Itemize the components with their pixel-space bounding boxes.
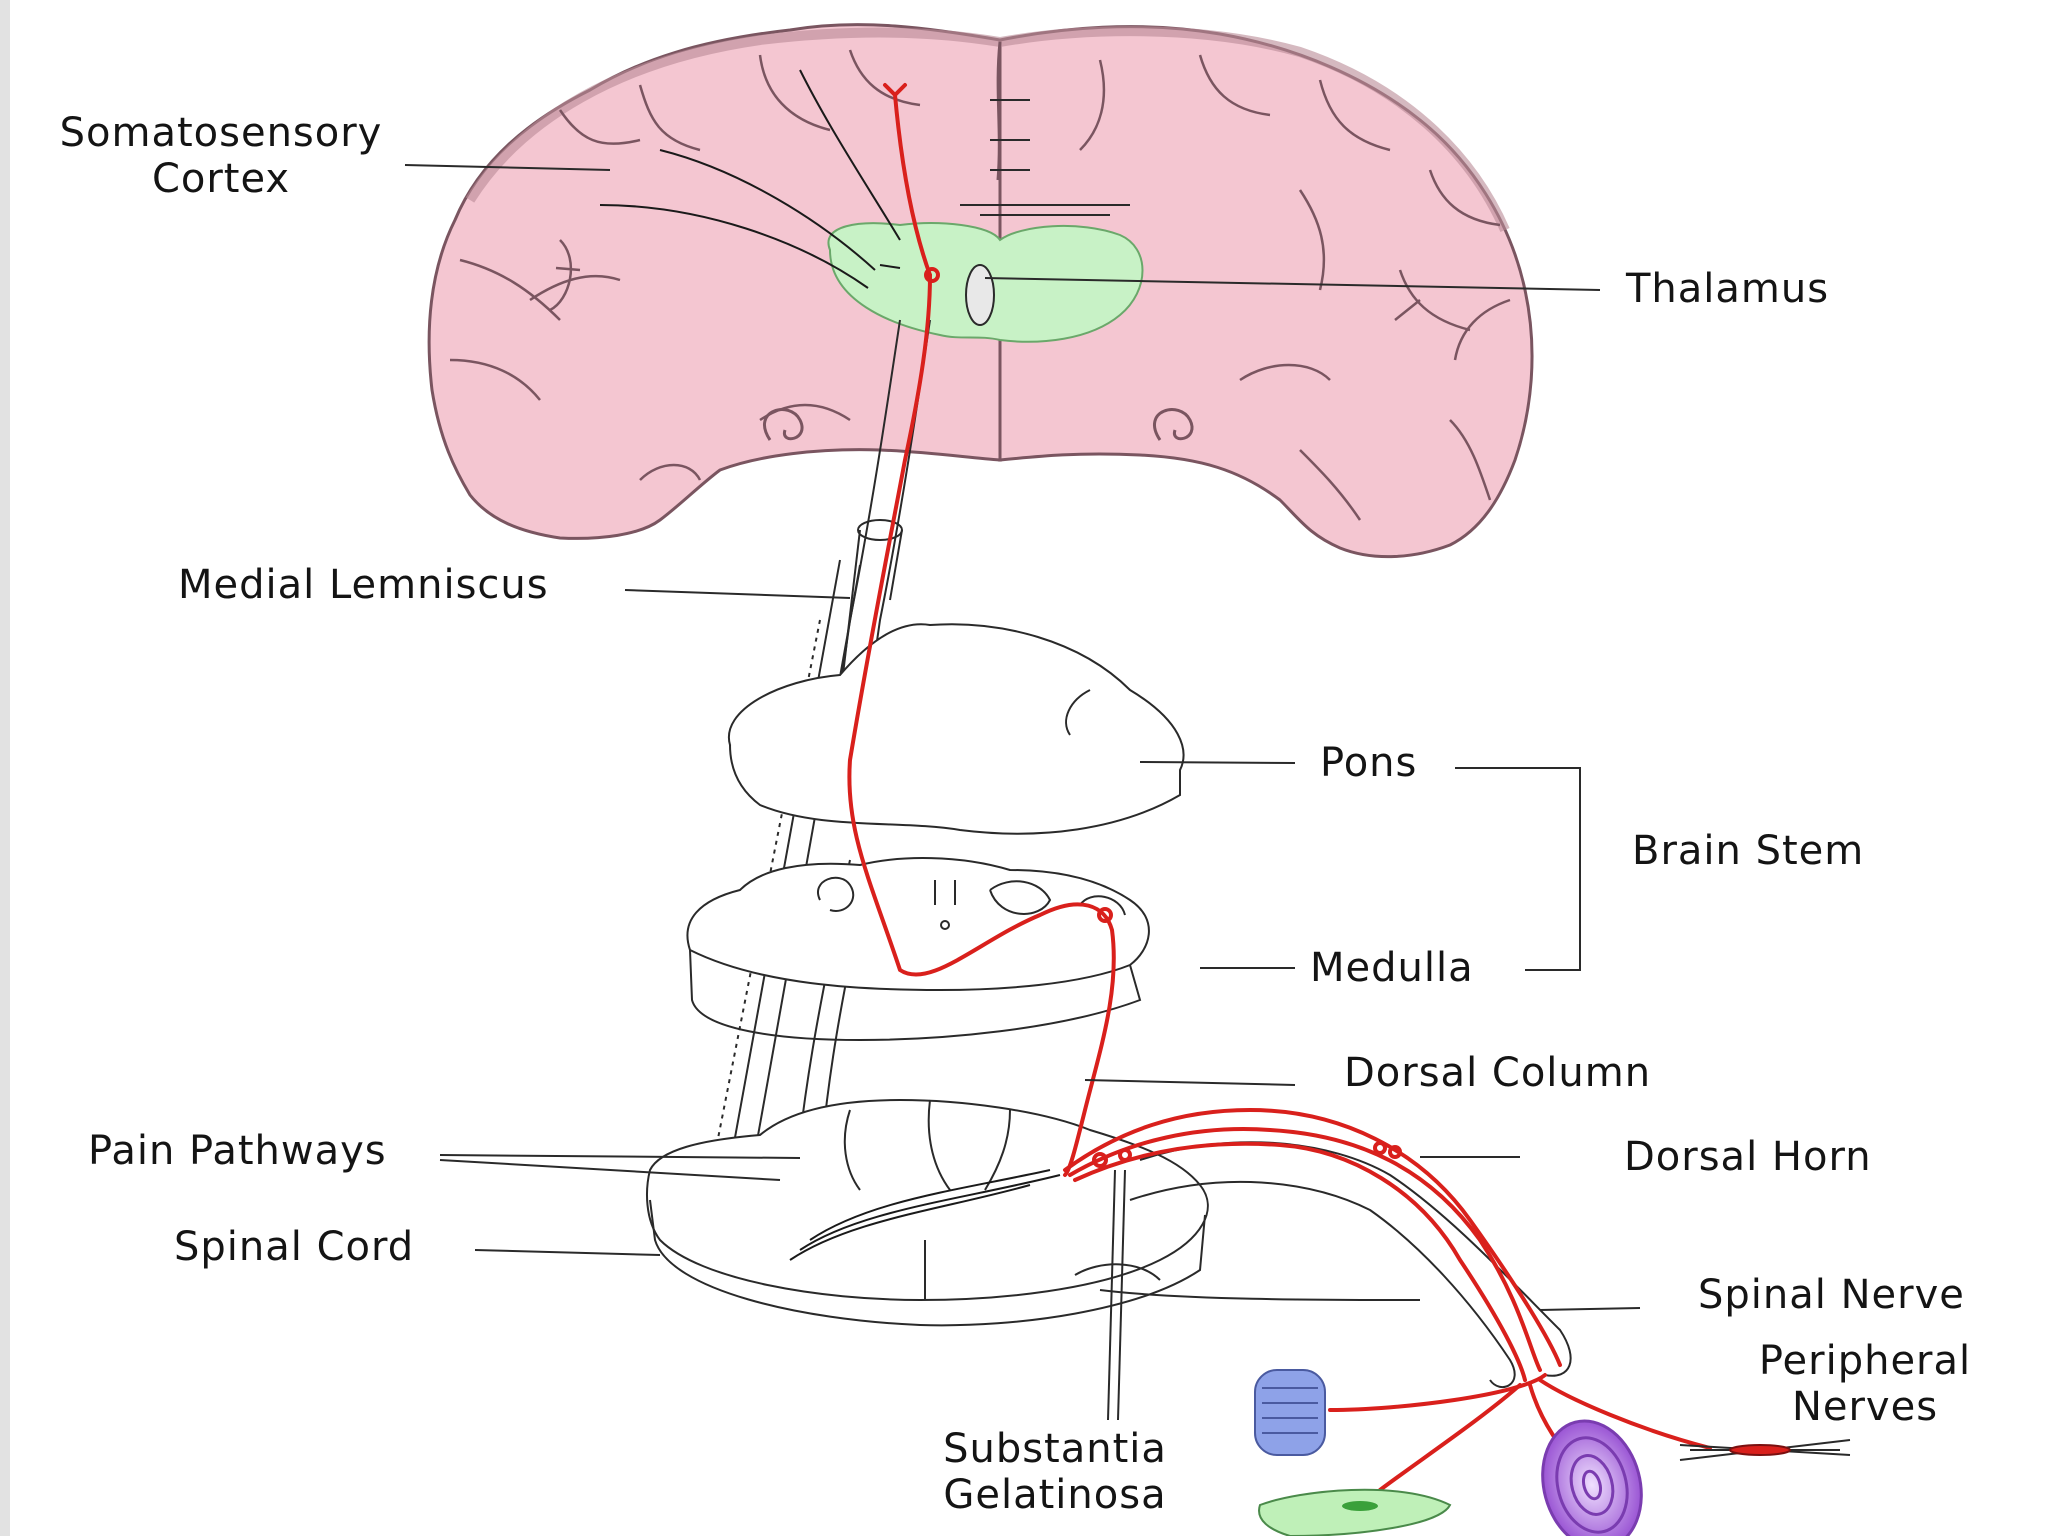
thalamus-nucleus xyxy=(965,264,995,326)
label-dorsal-column: Dorsal Column xyxy=(1344,1050,1652,1096)
label-somatosensory-cortex-line1: Somatosensory xyxy=(59,110,383,156)
label-thalamus: Thalamus xyxy=(1626,266,1830,312)
label-spinal-cord: Spinal Cord xyxy=(174,1224,415,1270)
brain-coronal-section xyxy=(427,23,1534,559)
label-substantia-gelatinosa: Substantia Gelatinosa xyxy=(920,1426,1190,1518)
spinal-cord-section xyxy=(646,1098,1209,1327)
receptor-purple xyxy=(1541,1419,1643,1536)
label-dorsal-horn: Dorsal Horn xyxy=(1624,1134,1872,1180)
label-brain-stem: Brain Stem xyxy=(1632,828,1865,874)
label-pons: Pons xyxy=(1320,740,1418,786)
label-somatosensory-cortex-line2: Cortex xyxy=(151,156,291,202)
label-pain-pathways: Pain Pathways xyxy=(88,1128,387,1174)
label-spinal-nerve: Spinal Nerve xyxy=(1698,1272,1965,1318)
label-medial-lemniscus: Medial Lemniscus xyxy=(178,562,549,608)
receptor-blue xyxy=(1254,1369,1326,1456)
left-edge-strip xyxy=(0,0,10,1536)
receptor-free-ending xyxy=(1679,1439,1851,1461)
sensory-pathway-red xyxy=(847,83,1712,1492)
label-peripheral-nerves: Peripheral Nerves xyxy=(1720,1338,2010,1430)
brain-left-hemisphere xyxy=(427,23,1002,540)
leader-lines xyxy=(404,164,1641,1421)
medulla-section xyxy=(686,857,1150,1042)
label-substantia-gelatinosa-line2: Gelatinosa xyxy=(943,1472,1167,1518)
label-somatosensory-cortex: Somatosensory Cortex xyxy=(36,110,406,202)
label-substantia-gelatinosa-line1: Substantia xyxy=(943,1426,1167,1472)
pons-section xyxy=(727,623,1185,835)
label-medulla: Medulla xyxy=(1310,945,1474,991)
receptor-green xyxy=(1258,1488,1452,1536)
label-peripheral-nerves-line2: Nerves xyxy=(1791,1384,1939,1430)
label-peripheral-nerves-line1: Peripheral xyxy=(1758,1338,1972,1384)
